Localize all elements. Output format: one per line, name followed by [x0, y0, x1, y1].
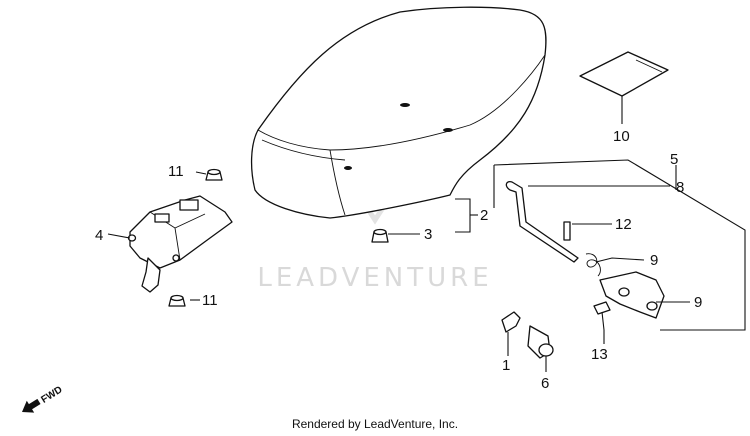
key-cylinder-part-6 — [527, 325, 554, 359]
callout-9: 9 — [694, 294, 702, 311]
render-credit: Rendered by LeadVenture, Inc. — [291, 417, 459, 431]
nut-part-11-top — [205, 168, 223, 181]
bolt-part-13 — [593, 301, 611, 331]
callout-2: 2 — [480, 207, 488, 224]
callout-13: 13 — [591, 346, 608, 363]
plate-part-10 — [579, 51, 669, 97]
lock-set-part-5-frame — [493, 159, 746, 331]
callout-12: 12 — [615, 216, 632, 233]
latch-part-9 — [599, 271, 665, 319]
clip-part-1 — [501, 311, 521, 333]
callout-6: 6 — [541, 375, 549, 392]
spring-part-8 — [585, 253, 601, 277]
callout-3: 4 — [95, 227, 103, 244]
callouts: 4 11 11 2 3 10 5 8 12 9 9 13 1 6 — [95, 128, 702, 392]
seat-part — [250, 6, 547, 219]
pin-part-12 — [563, 221, 571, 241]
watermark-text: LEADVENTURE — [257, 263, 492, 293]
callout-7: 8 — [676, 179, 684, 196]
callout-5: 5 — [670, 151, 678, 168]
callout-11-bottom: 11 — [202, 292, 218, 309]
callout-1: 1 — [502, 357, 510, 374]
nut-part-11-bottom — [168, 294, 186, 307]
fwd-arrow-icon — [22, 398, 41, 413]
callout-11-top: 11 — [168, 163, 184, 180]
fwd-indicator: FWD — [22, 384, 65, 413]
leader-lines — [107, 96, 690, 372]
cushion-part-4 — [371, 228, 389, 243]
bracket-part-3 — [127, 195, 233, 293]
callout-4: 3 — [424, 226, 432, 243]
rod-part-7 — [505, 180, 579, 263]
callout-8: 9 — [650, 252, 658, 269]
fwd-label: FWD — [39, 384, 64, 405]
callout-10: 10 — [613, 128, 630, 145]
